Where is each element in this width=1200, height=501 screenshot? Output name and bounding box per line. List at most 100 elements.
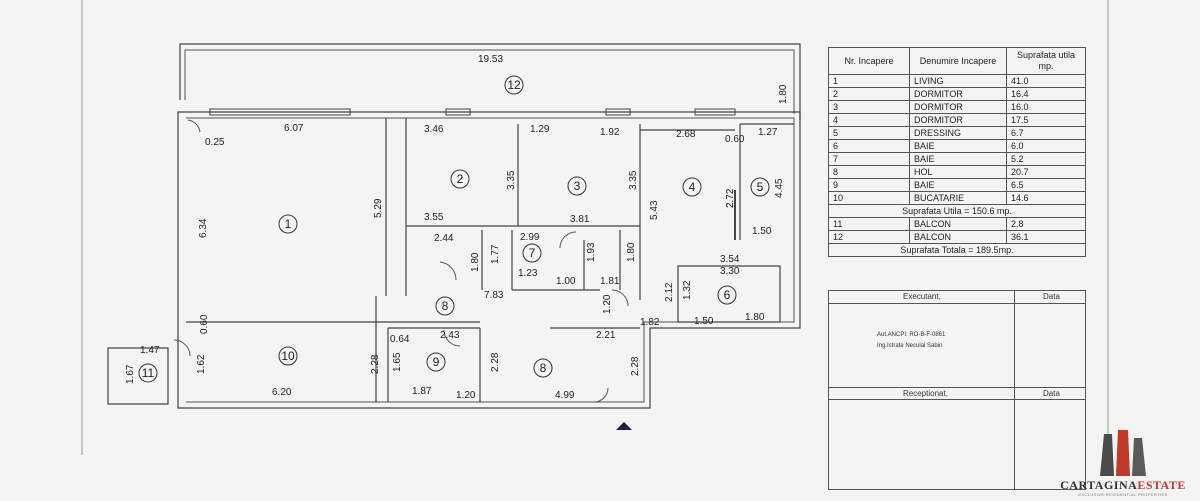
svg-text:3.54: 3.54	[720, 254, 740, 265]
svg-text:2.68: 2.68	[676, 129, 696, 140]
svg-text:3.55: 3.55	[424, 212, 444, 223]
svg-text:6.34: 6.34	[198, 218, 209, 238]
r2-window	[445, 108, 471, 116]
room-marker: 12	[504, 75, 524, 95]
room-schedule-table: Nr. Incapere Denumire Incapere Suprafata…	[828, 47, 1086, 257]
svg-text:1.29: 1.29	[530, 124, 550, 135]
svg-text:0.64: 0.64	[390, 334, 410, 345]
svg-text:5.43: 5.43	[649, 200, 660, 220]
room-marker: 9	[426, 352, 446, 372]
svg-text:7: 7	[529, 246, 536, 260]
svg-text:1.93: 1.93	[586, 242, 597, 262]
svg-text:6: 6	[724, 288, 731, 302]
engineer-name: Ing.Istrate Neculai Sabin	[877, 343, 943, 349]
svg-text:1.92: 1.92	[600, 127, 620, 138]
svg-text:11: 11	[142, 366, 155, 380]
room-marker: 8	[533, 358, 553, 378]
svg-text:2.21: 2.21	[596, 330, 616, 341]
living-window	[209, 108, 351, 116]
svg-text:0.25: 0.25	[205, 137, 225, 148]
svg-text:1: 1	[285, 217, 292, 231]
svg-text:1.23: 1.23	[518, 268, 538, 279]
svg-text:9: 9	[433, 355, 440, 369]
r4-window	[694, 108, 736, 116]
svg-text:2.99: 2.99	[520, 232, 540, 243]
svg-text:10: 10	[281, 349, 295, 363]
room-marker: 3	[567, 176, 587, 196]
svg-text:3.35: 3.35	[628, 170, 639, 190]
logo-wordmark: CARTAGINAESTATE	[1060, 478, 1186, 492]
svg-text:1.62: 1.62	[196, 354, 207, 374]
col-header-area: Suprafata utila mp.	[1006, 47, 1086, 75]
svg-text:3.35: 3.35	[506, 170, 517, 190]
svg-text:1.20: 1.20	[456, 390, 476, 401]
svg-text:1.80: 1.80	[778, 84, 789, 104]
room-marker: 6	[717, 285, 737, 305]
room-marker: 11	[138, 363, 158, 383]
svg-text:0.60: 0.60	[199, 314, 210, 334]
svg-text:19.53: 19.53	[478, 54, 503, 65]
col-header-nr: Nr. Incapere	[828, 47, 910, 75]
schedule-header-row: Nr. Incapere Denumire Incapere Suprafata…	[828, 47, 1086, 75]
svg-text:1.87: 1.87	[412, 386, 432, 397]
svg-text:1.27: 1.27	[758, 127, 778, 138]
svg-text:2.43: 2.43	[440, 330, 460, 341]
svg-text:1.50: 1.50	[694, 316, 714, 327]
svg-text:4.99: 4.99	[555, 390, 575, 401]
balcony-11-outline	[107, 347, 169, 405]
svg-text:5.29: 5.29	[373, 198, 384, 218]
svg-text:1.20: 1.20	[602, 294, 613, 314]
svg-text:1.82: 1.82	[640, 317, 660, 328]
room-marker: 8	[435, 296, 455, 316]
svg-text:3.81: 3.81	[570, 214, 590, 225]
signoff-block: Executant, Data Aut.ANCPI: RO-B-F-0861 I…	[828, 290, 1086, 490]
svg-text:1.00: 1.00	[556, 276, 576, 287]
svg-text:6.07: 6.07	[284, 123, 304, 134]
towers-icon	[1100, 430, 1146, 476]
svg-text:4.45: 4.45	[774, 178, 785, 198]
svg-text:3.46: 3.46	[424, 124, 444, 135]
svg-text:1.65: 1.65	[392, 352, 403, 372]
svg-text:7.83: 7.83	[484, 290, 504, 301]
dimension-labels: 19.53 1.80 6.07 0.25 6.34 5.29 3.46 3.35…	[125, 54, 789, 401]
svg-text:1.80: 1.80	[626, 242, 637, 262]
svg-text:1.80: 1.80	[470, 252, 481, 272]
svg-text:0.60: 0.60	[725, 134, 745, 145]
room-marker: 4	[682, 177, 702, 197]
grand-total-row: Suprafata Totala = 189.5mp.	[828, 243, 1086, 257]
svg-text:1.67: 1.67	[125, 364, 136, 384]
svg-text:1.32: 1.32	[682, 280, 693, 300]
svg-text:5: 5	[757, 180, 764, 194]
date-label: Data	[1043, 389, 1060, 398]
room-marker: 2	[450, 169, 470, 189]
svg-text:3: 3	[574, 179, 581, 193]
svg-text:8: 8	[442, 299, 449, 313]
col-header-name: Denumire Incapere	[909, 47, 1007, 75]
svg-text:1.47: 1.47	[140, 345, 160, 356]
svg-text:1.50: 1.50	[752, 226, 772, 237]
svg-text:3.30: 3.30	[720, 266, 740, 277]
date-label: Data	[1043, 292, 1060, 301]
room-marker: 10	[278, 346, 298, 366]
svg-text:1.80: 1.80	[745, 312, 765, 323]
cartagina-estate-logo: CARTAGINAESTATE EXCLUSIVE RESIDENTIAL PR…	[1048, 428, 1198, 498]
svg-text:2.28: 2.28	[370, 354, 381, 374]
receptionat-label: Receptionat,	[903, 389, 948, 398]
r3-window	[605, 108, 631, 116]
balcony-12-outline	[179, 43, 801, 120]
svg-text:12: 12	[507, 78, 521, 92]
svg-text:6.20: 6.20	[272, 387, 292, 398]
svg-text:2.28: 2.28	[490, 352, 501, 372]
